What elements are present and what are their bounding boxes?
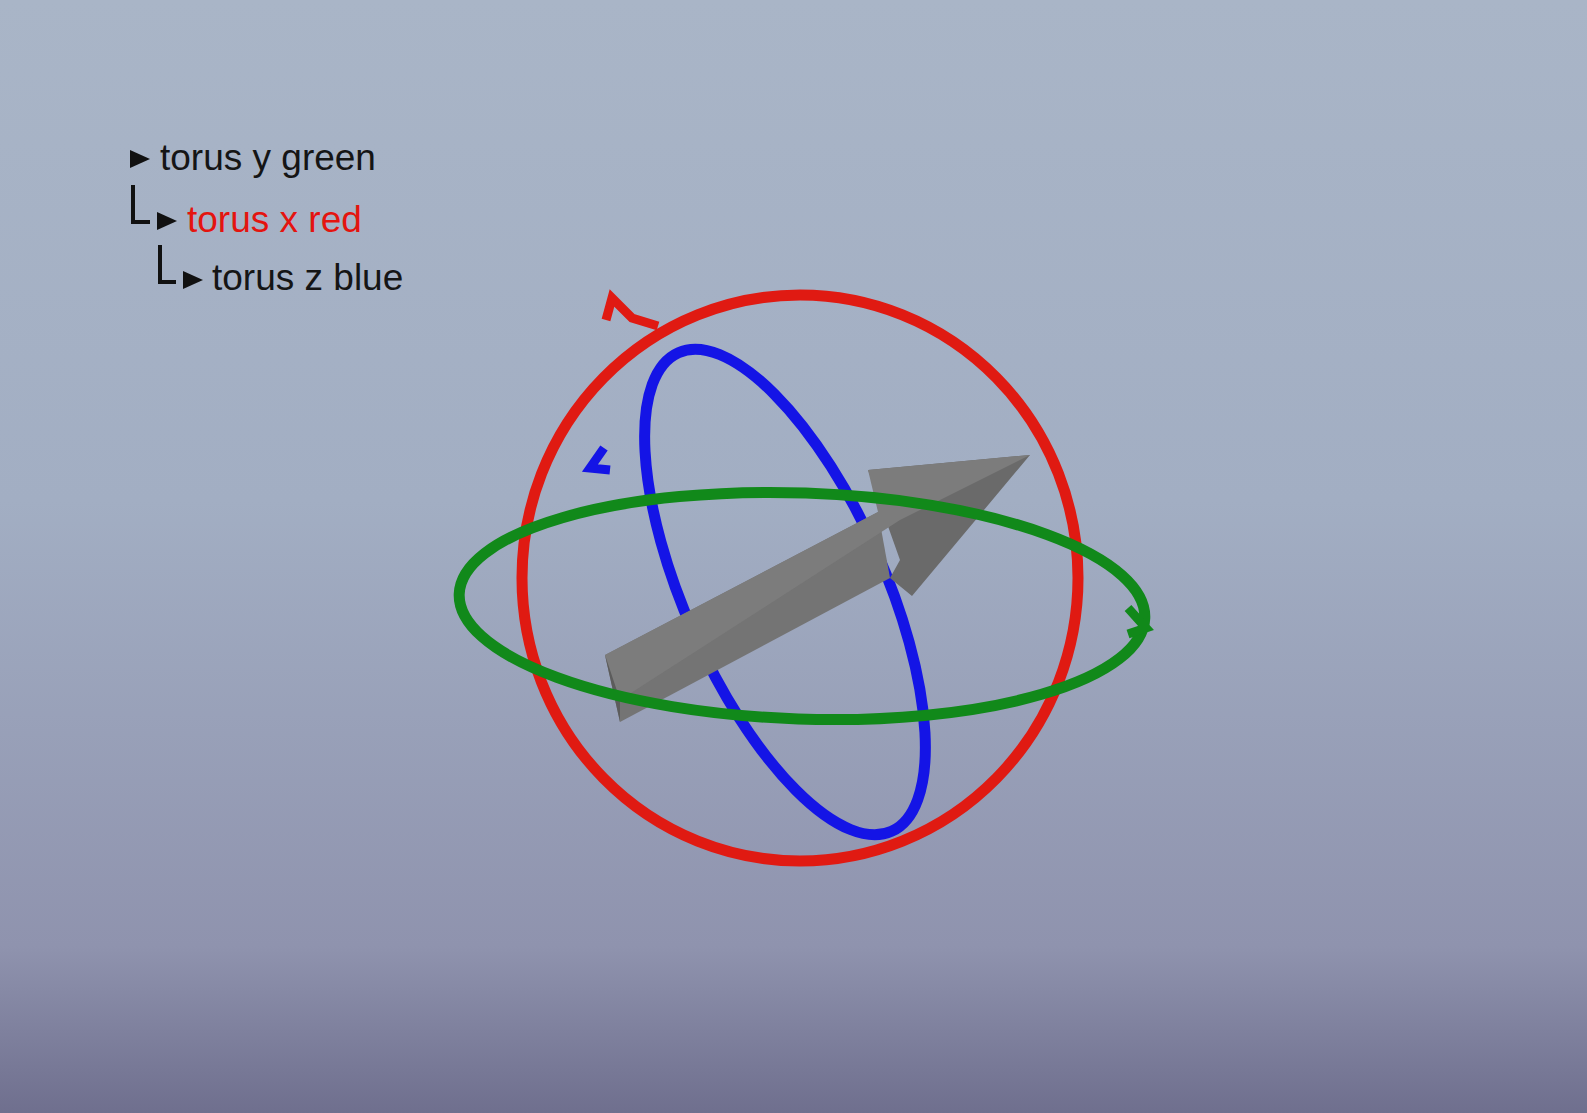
hierarchy-label: torus z blue: [212, 256, 403, 300]
tree-bracket: [160, 245, 176, 282]
green-notch: [1128, 608, 1146, 634]
hierarchy-label: torus y green: [160, 136, 376, 180]
hierarchy-label: torus x red: [187, 198, 362, 242]
tree-marker: [130, 150, 150, 168]
tree-bracket: [133, 185, 150, 222]
red-torus: [522, 295, 1078, 861]
tree-marker: [183, 271, 203, 289]
red-notch: [606, 298, 658, 326]
tree-marker: [157, 212, 177, 230]
blue-notch: [590, 448, 610, 470]
green-torus: [455, 481, 1148, 731]
